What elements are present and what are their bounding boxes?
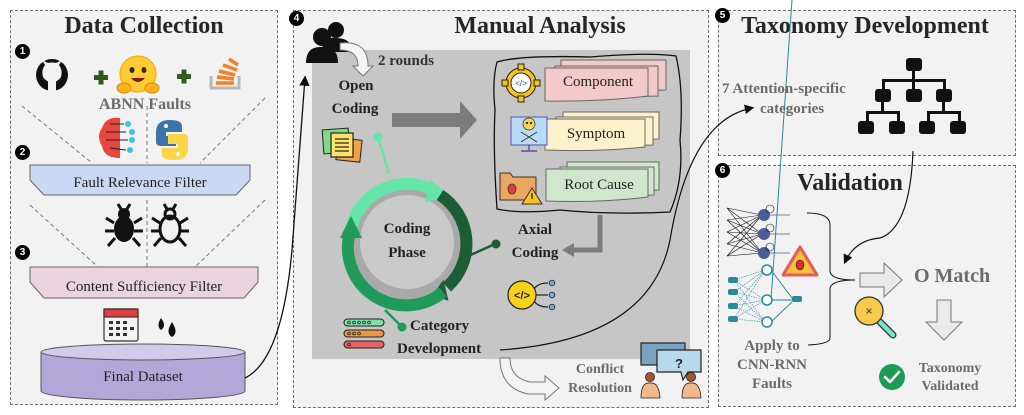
- step-4-badge: 4: [289, 11, 304, 26]
- category-development-label-line2: Development: [397, 341, 482, 357]
- data-collection-panel: [10, 10, 278, 405]
- rounds-label: 2 rounds: [378, 53, 435, 69]
- step-6-badge: 6: [715, 163, 730, 178]
- category-development-label-line1: Category: [410, 318, 470, 334]
- validation-title: Validation: [797, 170, 903, 196]
- step-3-badge: 3: [15, 245, 30, 260]
- taxonomy-validated-label-line1: Taxonomy: [918, 361, 982, 376]
- step-2-badge: 2: [15, 145, 30, 160]
- step-5-badge: 5: [715, 8, 730, 23]
- apply-label-line1: Apply to: [744, 338, 800, 354]
- category-component: Component: [563, 74, 633, 90]
- open-coding-label-line1: Open: [338, 78, 374, 94]
- coding-phase-label-line2: Phase: [388, 245, 426, 261]
- fault-relevance-filter-label: Fault Relevance Filter: [73, 175, 207, 191]
- final-dataset-label: Final Dataset: [103, 369, 183, 385]
- attention-categories-label-line2: categories: [760, 101, 825, 117]
- manual-analysis-title: Manual Analysis: [454, 13, 626, 39]
- conflict-resolution-label-line2: Resolution: [568, 381, 632, 396]
- axial-coding-label-line1: Axial: [517, 222, 553, 238]
- apply-label-line3: Faults: [751, 376, 792, 392]
- conflict-resolution-label-line1: Conflict: [575, 362, 625, 377]
- axial-coding-label-line2: Coding: [511, 245, 559, 261]
- match-label: O Match: [914, 265, 991, 287]
- abnn-faults-label: ABNN Faults: [98, 96, 191, 113]
- attention-categories-label-line1: 7 Attention-specific: [722, 81, 846, 97]
- coding-phase-label-line1: Coding: [383, 221, 431, 237]
- taxonomy-validated-label-line2: Validated: [921, 379, 979, 394]
- content-sufficiency-filter-label: Content Sufficiency Filter: [65, 279, 223, 295]
- step-1-badge: 1: [15, 44, 30, 59]
- apply-label-line2: CNN-RNN: [737, 357, 807, 373]
- open-coding-label-line2: Coding: [331, 101, 379, 117]
- taxonomy-title: Taxonomy Development: [741, 13, 989, 39]
- category-symptom: Symptom: [566, 126, 626, 142]
- data-collection-title: Data Collection: [64, 13, 224, 39]
- coding-area: [312, 50, 690, 359]
- category-root-cause: Root Cause: [564, 177, 634, 193]
